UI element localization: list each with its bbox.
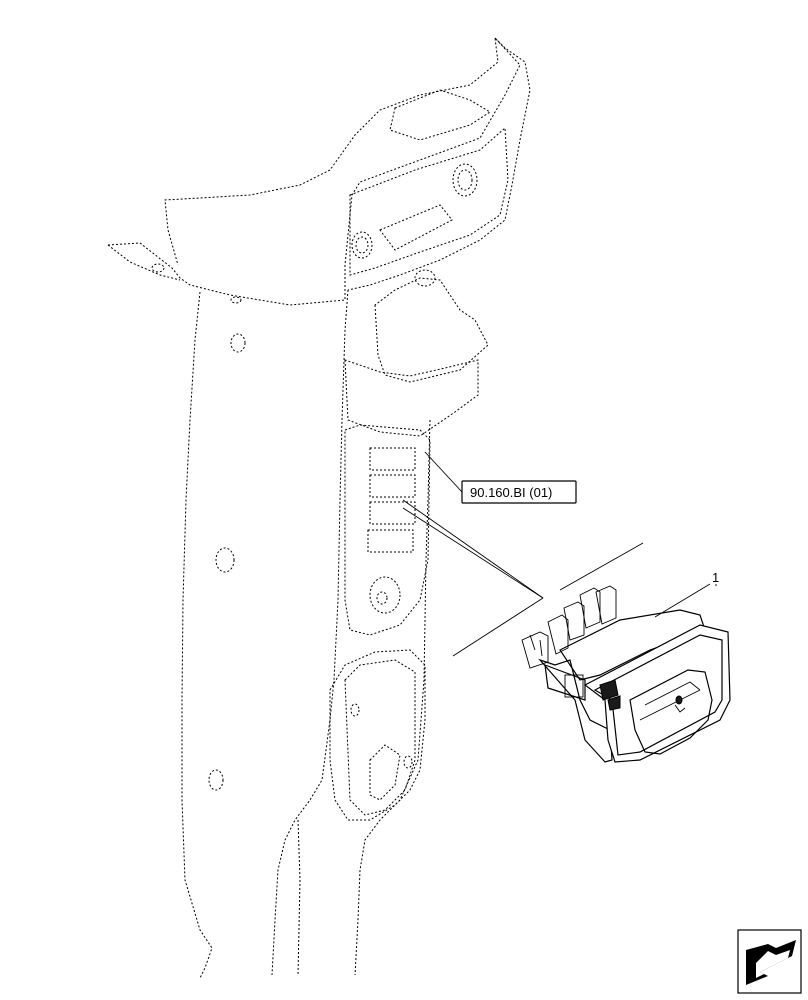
arrow-down-left-icon[interactable] <box>737 929 802 994</box>
reference-callout[interactable]: 90.160.BI (01) <box>461 480 577 504</box>
reference-label: 90.160.BI (01) <box>470 485 552 500</box>
item-number-label: 1 <box>712 570 719 585</box>
pillar-outline <box>107 36 531 979</box>
rocker-switch <box>521 585 731 763</box>
leader-lines <box>402 451 717 657</box>
